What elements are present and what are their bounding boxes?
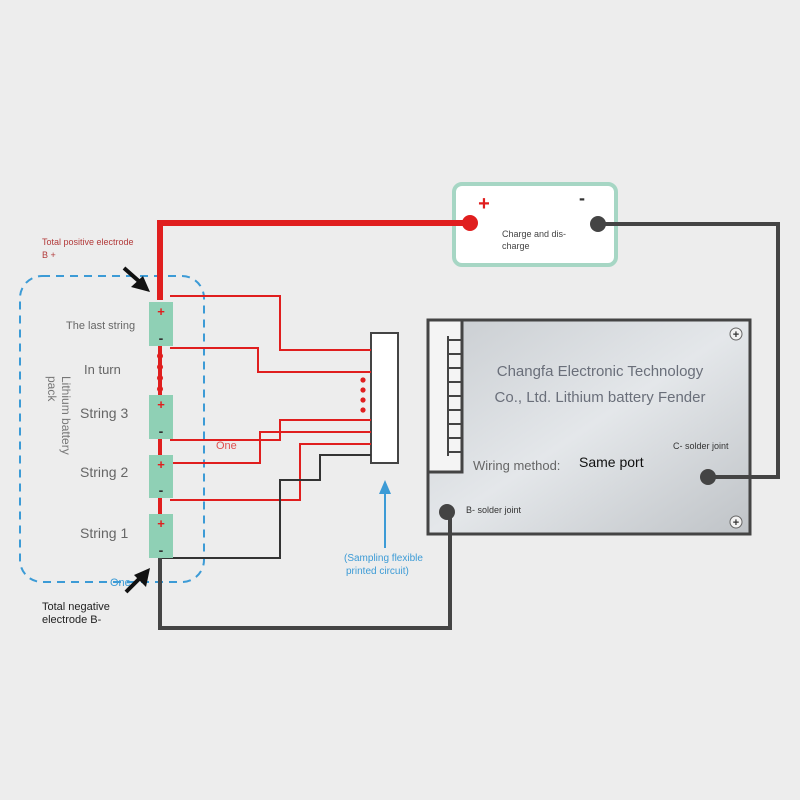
svg-text:pack: pack bbox=[45, 376, 59, 402]
svg-text:-: - bbox=[159, 482, 164, 498]
arrow-up-icon bbox=[379, 480, 391, 548]
charge-label-2: charge bbox=[502, 241, 530, 251]
sampling-label: (Sampling flexible bbox=[344, 553, 423, 564]
negative-terminal bbox=[590, 216, 606, 232]
in-turn-dots bbox=[157, 353, 163, 392]
total-positive-label: Total positive electrode bbox=[42, 237, 134, 247]
total-negative-label: Total negative bbox=[42, 601, 110, 613]
charge-negative-wire bbox=[598, 222, 780, 479]
charge-label: Charge and dis- bbox=[502, 229, 566, 239]
positive-main-wire bbox=[157, 220, 470, 300]
svg-text:+: + bbox=[157, 397, 165, 412]
total-negative-label-b: electrode B- bbox=[42, 614, 102, 626]
svg-text:+: + bbox=[157, 516, 165, 531]
battery-pack-outline bbox=[19, 275, 205, 583]
one-label: One bbox=[216, 440, 237, 452]
svg-text:-: - bbox=[159, 542, 164, 558]
board-connector-pins bbox=[447, 336, 462, 456]
svg-text:Lithium battery: Lithium battery bbox=[59, 376, 73, 455]
bms-board bbox=[426, 318, 752, 536]
charge-minus-label: - bbox=[579, 188, 585, 208]
pack-label: Lithium battery pack bbox=[45, 376, 73, 455]
connector-dots bbox=[360, 377, 366, 413]
c-solder-label: C- solder joint bbox=[673, 441, 729, 451]
svg-text:+: + bbox=[733, 329, 739, 341]
wiring-method-value: Same port bbox=[579, 454, 644, 470]
cell-string-3: + - bbox=[149, 395, 173, 439]
sampling-connector bbox=[370, 332, 399, 464]
cell-string-2: + - bbox=[149, 455, 173, 498]
string-label-3: String 3 bbox=[80, 405, 128, 421]
c-solder-joint bbox=[700, 469, 716, 485]
negative-main-wire bbox=[158, 512, 452, 630]
b-solder-label: B- solder joint bbox=[466, 505, 522, 515]
cell-last-string: + - bbox=[149, 302, 173, 346]
string-label-2: String 2 bbox=[80, 464, 128, 480]
svg-text:-: - bbox=[159, 423, 164, 439]
one-label-bottom: One bbox=[110, 577, 131, 589]
string-label-1: String 1 bbox=[80, 525, 128, 541]
board-title-2: Co., Ltd. Lithium battery Fender bbox=[495, 389, 706, 406]
cell-string-1: + - bbox=[149, 514, 173, 558]
sampling-wires-red bbox=[170, 295, 371, 501]
svg-text:+: + bbox=[157, 304, 165, 319]
sampling-wire-black bbox=[160, 454, 371, 559]
svg-text:+: + bbox=[733, 517, 739, 529]
string-label-in-turn: In turn bbox=[84, 362, 121, 377]
total-positive-label-b: B + bbox=[42, 250, 56, 260]
sampling-label-2: printed circuit) bbox=[346, 566, 409, 577]
b-solder-joint bbox=[439, 504, 455, 520]
wiring-method-label: Wiring method: bbox=[473, 458, 560, 473]
arrow-negative-icon bbox=[124, 568, 150, 594]
string-label-last: The last string bbox=[66, 320, 135, 332]
screw-icon: + + bbox=[729, 327, 743, 529]
positive-terminal bbox=[462, 215, 478, 231]
charge-plus-label: + bbox=[478, 193, 490, 215]
svg-text:+: + bbox=[157, 457, 165, 472]
svg-text:-: - bbox=[159, 330, 164, 346]
arrow-positive-icon bbox=[122, 266, 150, 292]
board-title: Changfa Electronic Technology bbox=[497, 363, 704, 380]
